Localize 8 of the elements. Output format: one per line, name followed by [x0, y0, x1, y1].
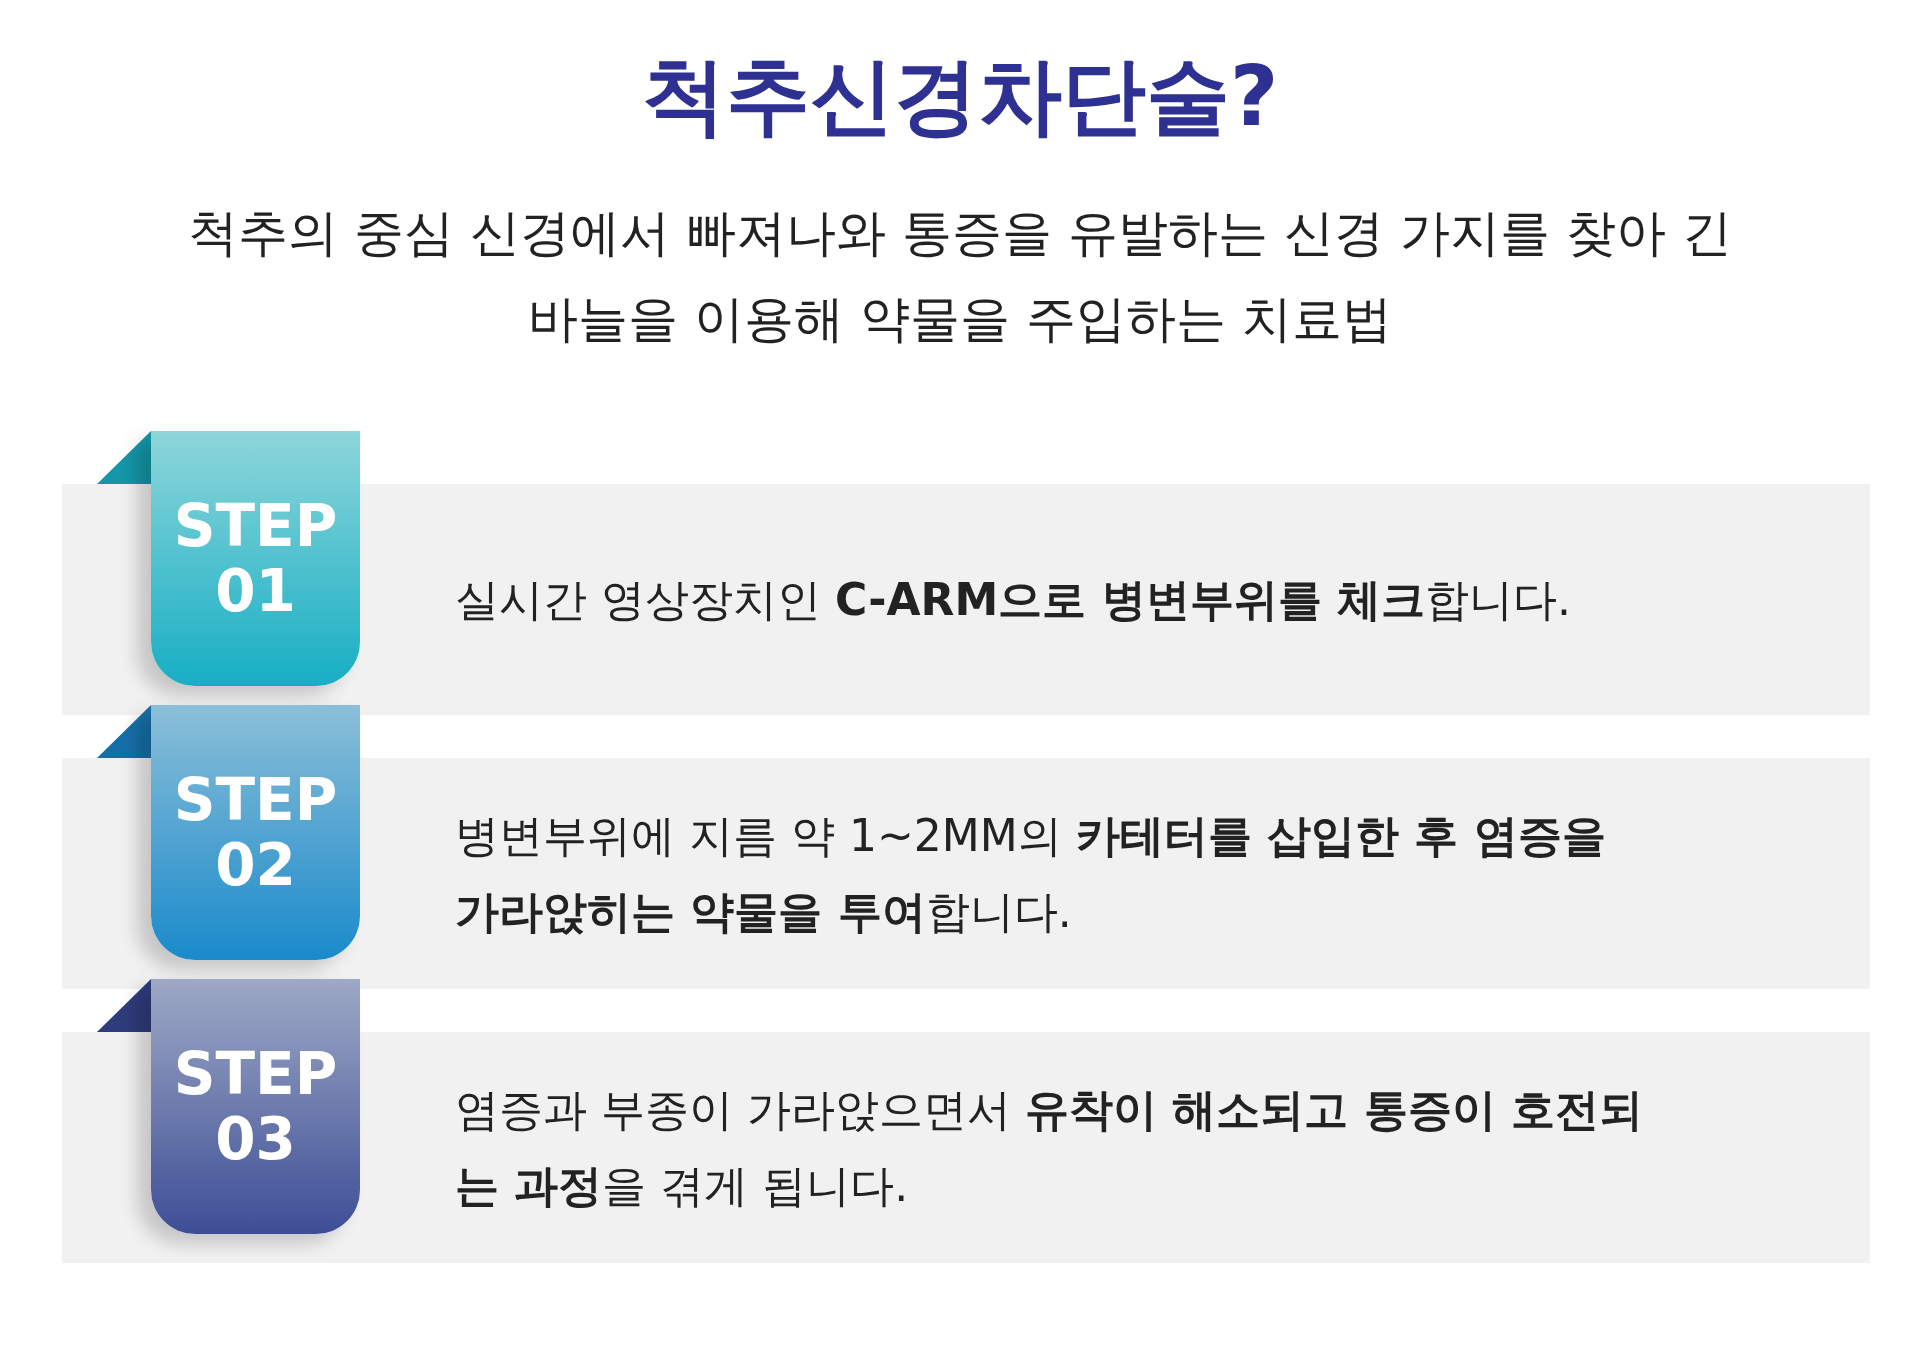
step-description: 실시간 영상장치인 C-ARM으로 병변부위를 체크합니다.	[455, 572, 1572, 627]
step-tab: STEP 03	[151, 979, 360, 1234]
title: 척추신경차단술?	[640, 50, 1280, 143]
subtitle: 척추의 중심 신경에서 빠져나와 통증을 유발하는 신경 가지를 찾아 긴 바늘을 이용해 약물을 주입하는 치료법	[187, 203, 1733, 350]
step-description: 염증과 부종이 가라앉으면서 유착이 해소되고 통증이 호전되는 과정을 겪게 됩니다.	[455, 1082, 1644, 1213]
step-tab: STEP 02	[151, 705, 360, 960]
step-description: 병변부위에 지름 약 1~2MM의 카테터를 삽입한 후 염증을 가라앉히는 약물을 투여합니다.	[455, 808, 1607, 939]
step-tab: STEP 01	[151, 431, 360, 686]
